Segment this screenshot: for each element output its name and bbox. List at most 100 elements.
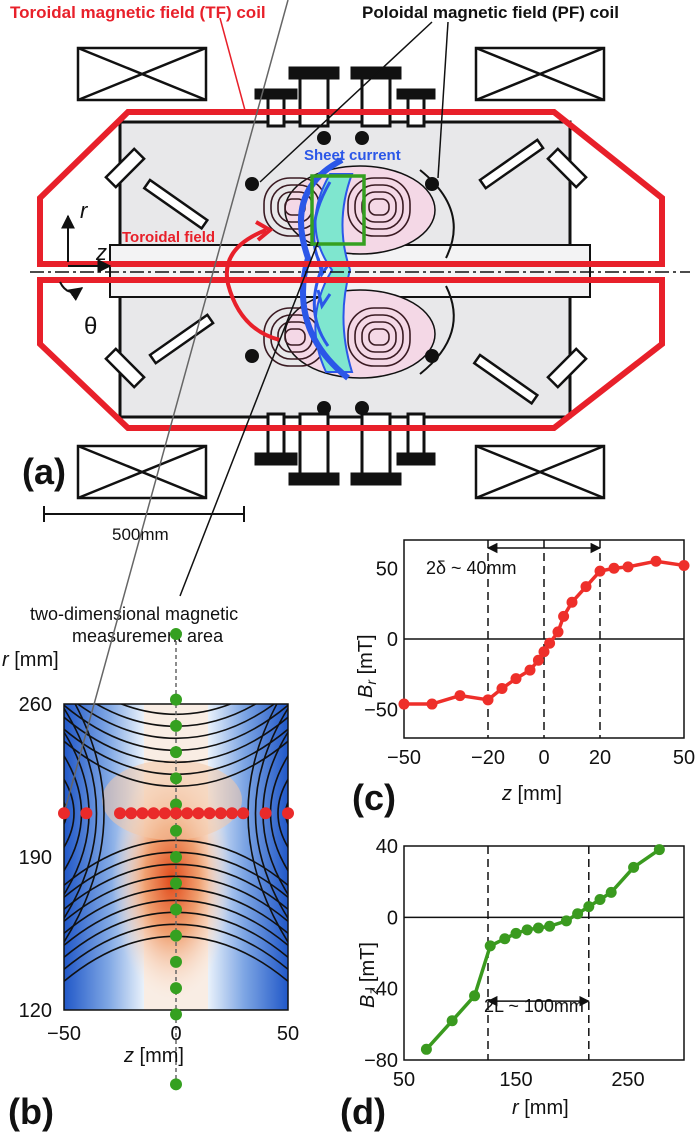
pf-coil-leader	[259, 21, 433, 183]
panel-c-label: (c)	[352, 777, 396, 818]
field-line	[64, 740, 288, 787]
data-point	[420, 1043, 432, 1055]
x-tick-label: −50	[387, 747, 421, 769]
y-tick-label: 40	[376, 836, 398, 858]
measurement-window	[310, 174, 366, 246]
green-probe-point	[170, 903, 182, 916]
red-probe-point	[192, 807, 205, 820]
red-probe-point	[114, 807, 126, 820]
field-line	[64, 863, 288, 910]
data-point	[398, 698, 410, 710]
current-arrow-icon	[316, 289, 332, 310]
x-tick-label: 50	[277, 1023, 299, 1045]
y-tick-label: 260	[19, 694, 52, 716]
panel-d-annotation: 2L ~ 100mm	[484, 996, 584, 1016]
panel-b-x-axis-label: z [mm]	[123, 1045, 184, 1067]
measurement-leader	[179, 241, 319, 597]
toroidal-field-arrow	[224, 228, 281, 342]
toroidal-field-arrowhead-icon	[255, 220, 274, 242]
red-probe-point	[181, 807, 194, 820]
sheet-current-label: Sheet current	[304, 147, 401, 164]
red-probe-point	[136, 807, 149, 820]
green-probe-point	[170, 982, 182, 995]
data-point	[594, 894, 606, 905]
green-probe-point	[170, 824, 182, 837]
green-probe-point	[170, 929, 182, 942]
probe-axis-horizontal	[63, 0, 289, 814]
data-point	[446, 1015, 458, 1027]
field-line	[64, 704, 105, 944]
y-tick-label: 190	[19, 847, 52, 869]
data-point	[653, 844, 665, 856]
green-probe-point	[170, 1008, 182, 1021]
data-point	[560, 915, 572, 927]
field-line	[254, 706, 288, 920]
data-point	[544, 920, 556, 932]
red-probe-point	[203, 807, 216, 820]
field-line	[64, 778, 75, 849]
green-probe-point	[170, 693, 182, 706]
red-probe-point	[226, 807, 238, 820]
data-point	[622, 561, 634, 573]
data-point	[678, 559, 690, 571]
data-point	[650, 555, 662, 567]
y-tick-label: −50	[364, 700, 398, 722]
tf-coil-upper	[37, 109, 665, 267]
green-probe-point	[170, 877, 182, 890]
red-probe-point	[125, 807, 138, 820]
panel-b-label: (b)	[8, 1091, 54, 1132]
data-point	[532, 654, 544, 666]
data-point	[566, 596, 578, 608]
x-tick-label: 0	[538, 747, 549, 769]
green-probe-point	[170, 955, 182, 968]
data-point	[510, 927, 522, 939]
data-point	[454, 690, 466, 702]
x-tick-label: 50	[393, 1069, 415, 1091]
pf-coil-leader	[437, 21, 449, 179]
x-tick-label: 20	[589, 747, 611, 769]
green-probe-point	[170, 746, 182, 759]
x-tick-label: 0	[170, 1023, 181, 1045]
data-point	[484, 940, 496, 952]
device-cross-section	[30, 17, 690, 597]
measurement-area-label: two-dimensional magnetic	[30, 604, 238, 624]
data-point	[499, 933, 511, 945]
y-tick-label: 0	[387, 629, 398, 651]
data-point	[605, 886, 617, 898]
panel-c-annotation: 2δ ~ 40mm	[426, 558, 517, 578]
tf-coil-label: Toroidal magnetic field (TF) coil	[10, 3, 266, 22]
panel-d-label: (d)	[340, 1091, 386, 1132]
pf-coils	[245, 131, 439, 415]
data-point	[426, 698, 438, 710]
green-probe-point	[170, 851, 182, 863]
z-axis-label: z	[95, 240, 107, 265]
green-probe-point	[170, 719, 182, 732]
green-probe-point	[170, 1078, 182, 1091]
theta-arrow-icon	[59, 281, 84, 302]
red-probe-point	[147, 807, 160, 820]
y-tick-label: 50	[376, 558, 398, 580]
field-line	[64, 706, 98, 920]
series-line	[425, 848, 661, 1051]
panel-d-x-axis-label: r [mm]	[512, 1097, 569, 1119]
red-probe-point	[237, 807, 250, 820]
data-point	[580, 581, 592, 593]
red-probe-point	[282, 807, 294, 820]
pf-coil-label: Poloidal magnetic field (PF) coil	[362, 3, 619, 22]
y-tick-label: 0	[387, 907, 398, 929]
feedthroughs	[104, 138, 588, 406]
y-tick-label: −40	[364, 979, 398, 1001]
data-point	[469, 990, 481, 1002]
panel-c-y-axis-label: Br [mT]	[355, 634, 379, 698]
red-probe-point	[214, 807, 227, 820]
bottom-flanges	[254, 412, 436, 486]
data-point	[558, 610, 570, 622]
red-probe-point	[259, 807, 272, 820]
field-line	[277, 778, 288, 849]
data-point	[521, 924, 533, 936]
red-probe-point	[170, 807, 182, 820]
red-probe-point	[158, 807, 171, 820]
data-point	[544, 637, 556, 649]
